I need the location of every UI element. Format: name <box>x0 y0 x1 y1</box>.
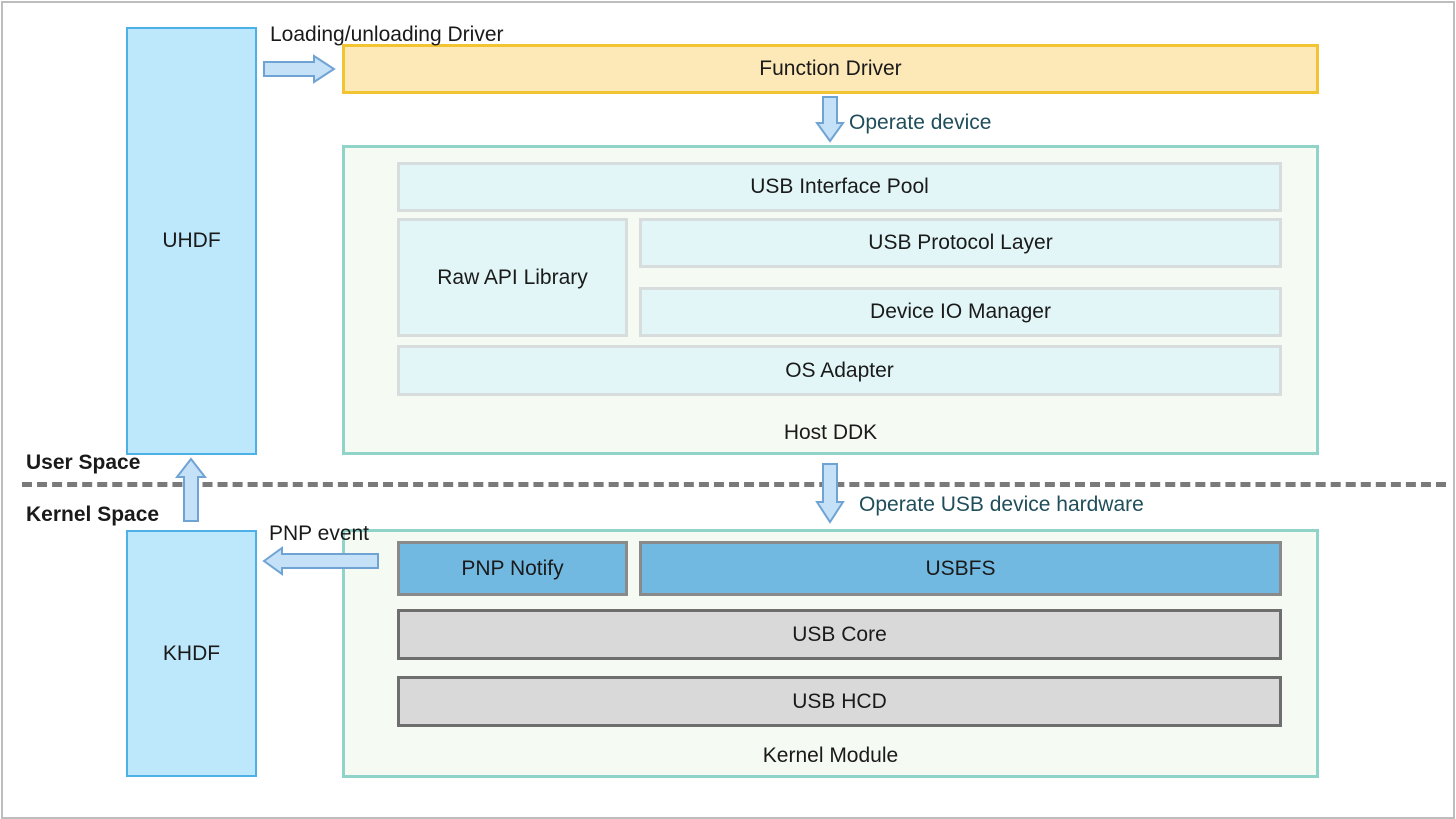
operate-usb-hardware-arrow-icon <box>815 463 845 524</box>
khdf-block: KHDF <box>126 530 257 777</box>
user-kernel-divider <box>22 482 1446 487</box>
raw-api-library-block: Raw API Library <box>397 218 628 337</box>
operate-usb-hardware-label: Operate USB device hardware <box>859 493 1144 516</box>
load-driver-arrow-icon <box>263 54 336 84</box>
host-ddk-label: Host DDK <box>783 421 878 444</box>
user-space-label: User Space <box>26 451 141 474</box>
function-driver-label: Function Driver <box>759 57 902 80</box>
device-io-manager-label: Device IO Manager <box>870 300 1051 323</box>
device-io-manager-block: Device IO Manager <box>639 287 1282 337</box>
kernel-module-label: Kernel Module <box>762 744 899 767</box>
uhdf-block: UHDF <box>126 27 257 455</box>
usb-core-label: USB Core <box>792 622 887 646</box>
usb-protocol-layer-block: USB Protocol Layer <box>639 218 1282 268</box>
kernel-space-label: Kernel Space <box>26 503 160 526</box>
os-adapter-label: OS Adapter <box>785 358 894 382</box>
raw-api-library-label: Raw API Library <box>437 265 588 289</box>
function-driver-block: Function Driver <box>342 44 1319 94</box>
usb-interface-pool-block: USB Interface Pool <box>397 162 1282 212</box>
operate-device-arrow-icon <box>815 96 845 143</box>
loading-unloading-label: Loading/unloading Driver <box>270 23 504 46</box>
usbfs-block: USBFS <box>639 541 1282 596</box>
uhdf-label: UHDF <box>162 229 221 252</box>
pnp-event-label: PNP event <box>269 522 370 545</box>
pnp-up-arrow-icon <box>174 457 208 522</box>
usb-hcd-block: USB HCD <box>397 676 1282 727</box>
pnp-event-arrow-icon <box>262 546 379 576</box>
os-adapter-block: OS Adapter <box>397 345 1282 396</box>
pnp-notify-block: PNP Notify <box>397 541 628 596</box>
usb-hcd-label: USB HCD <box>792 689 887 713</box>
pnp-notify-label: PNP Notify <box>461 556 564 580</box>
usb-core-block: USB Core <box>397 609 1282 660</box>
khdf-label: KHDF <box>162 641 221 665</box>
usb-protocol-layer-label: USB Protocol Layer <box>868 231 1053 254</box>
operate-device-label: Operate device <box>849 111 992 134</box>
usb-interface-pool-label: USB Interface Pool <box>750 175 929 198</box>
usbfs-label: USBFS <box>925 556 996 580</box>
